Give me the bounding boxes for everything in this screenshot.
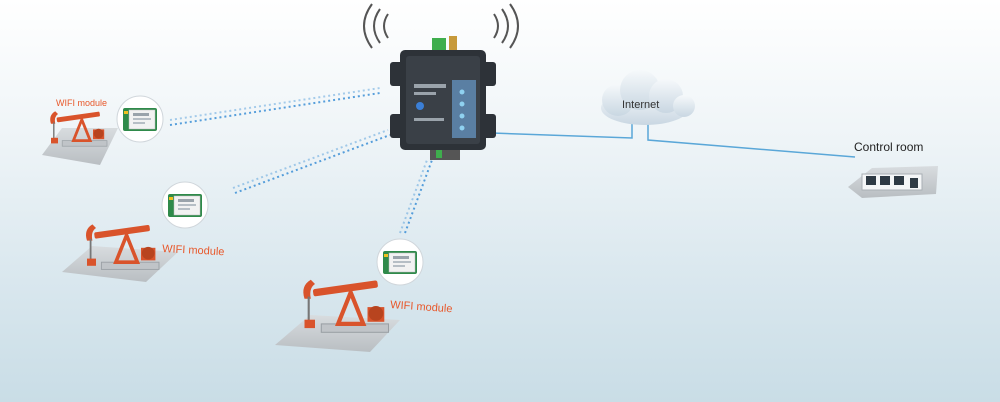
wifi-module-chip-3	[376, 238, 424, 286]
oil-well-site-1	[42, 109, 118, 165]
oil-well-site-2	[62, 222, 178, 282]
antenna-signal-left-icon	[363, 3, 389, 49]
signal-wave-2	[232, 129, 391, 194]
signal-wave-3	[399, 159, 433, 234]
wifi-module-chip-2	[161, 181, 209, 229]
control-room-label: Control room	[854, 140, 923, 154]
signal-wave-1	[169, 87, 381, 126]
wifi-module-label-3: WIFI module	[390, 299, 453, 315]
internet-cloud-icon	[601, 70, 695, 125]
internet-label: Internet	[622, 99, 659, 111]
wifi-module-label-2: WIFI module	[162, 243, 225, 258]
wifi-module-chip-1	[116, 95, 164, 143]
network-link	[491, 120, 856, 158]
control-room-console	[848, 166, 938, 198]
oil-well-site-3	[275, 280, 400, 352]
wifi-module-label-1: WIFI module	[56, 98, 107, 108]
antenna-signal-right-icon	[493, 3, 519, 49]
serial-wifi-converter	[390, 36, 496, 160]
